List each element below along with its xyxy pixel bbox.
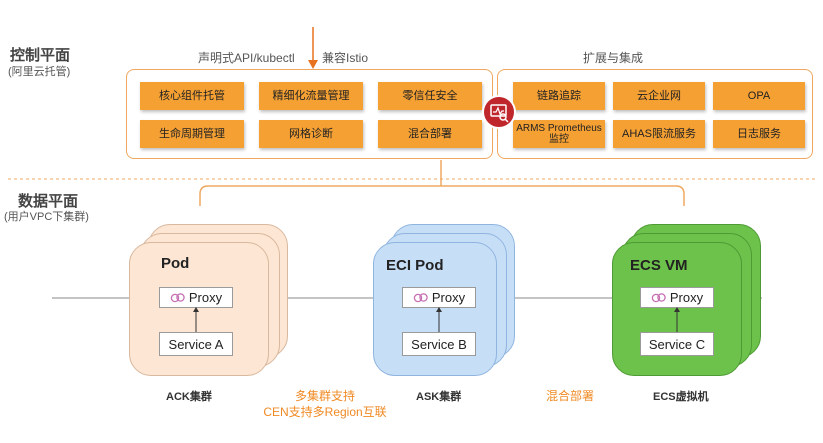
ecs-vm-label: ECS虚拟机 bbox=[653, 391, 709, 403]
tag-mesh-diagnosis: 网格诊断 bbox=[259, 120, 363, 148]
api-caption: 声明式API/kubectl bbox=[198, 51, 295, 65]
service-box-a: Service A bbox=[159, 332, 233, 356]
proxy-box-b: Proxy bbox=[402, 287, 476, 308]
tag-arms-prometheus: ARMS Prometheus监控 bbox=[513, 120, 605, 148]
proxy-box-a: Proxy bbox=[159, 287, 233, 308]
service-label-a: Service A bbox=[168, 336, 224, 352]
service-c-to-proxy-arrow bbox=[674, 307, 680, 332]
service-box-c: Service C bbox=[640, 332, 714, 356]
monitoring-search-icon bbox=[482, 95, 516, 129]
tag-zero-trust-security: 零信任安全 bbox=[378, 82, 482, 110]
mesh-proxy-icon bbox=[651, 292, 667, 303]
istio-caption: 兼容Istio bbox=[322, 51, 369, 65]
tag-ahas-rate-limiting: AHAS限流服务 bbox=[613, 120, 705, 148]
pod-title: Pod bbox=[161, 255, 190, 272]
cen-multi-region-note: CEN支持多Region互联 bbox=[263, 405, 387, 419]
service-box-b: Service B bbox=[402, 332, 476, 356]
tag-traffic-management: 精细化流量管理 bbox=[259, 82, 363, 110]
mesh-proxy-icon bbox=[170, 292, 186, 303]
tag-hybrid-deployment: 混合部署 bbox=[378, 120, 482, 148]
mesh-proxy-icon bbox=[413, 292, 429, 303]
proxy-label-a: Proxy bbox=[188, 290, 223, 305]
hybrid-deployment-note: 混合部署 bbox=[545, 389, 594, 403]
tag-opa: OPA bbox=[713, 82, 805, 110]
data-plane-title: 数据平面 bbox=[18, 193, 79, 210]
service-b-to-proxy-arrow bbox=[436, 307, 442, 332]
proxy-label-b: Proxy bbox=[431, 290, 466, 305]
service-label-c: Service C bbox=[648, 336, 706, 352]
multi-cluster-support-note: 多集群支持 bbox=[294, 389, 355, 403]
tag-lifecycle-management: 生命周期管理 bbox=[140, 120, 244, 148]
extension-caption: 扩展与集成 bbox=[583, 51, 644, 65]
service-label-b: Service B bbox=[411, 336, 467, 352]
service-a-to-proxy-arrow bbox=[193, 307, 199, 332]
data-plane-subtitle: (用户VPC下集群) bbox=[4, 211, 89, 223]
eci-pod-title: ECI Pod bbox=[386, 257, 444, 274]
ack-cluster-label: ACK集群 bbox=[166, 391, 212, 403]
control-plane-title: 控制平面 bbox=[10, 47, 71, 64]
proxy-box-c: Proxy bbox=[640, 287, 714, 308]
tag-core-component-hosting: 核心组件托管 bbox=[140, 82, 244, 110]
control-plane-subtitle: (阿里云托管) bbox=[8, 66, 71, 78]
ask-cluster-label: ASK集群 bbox=[416, 391, 462, 403]
proxy-label-c: Proxy bbox=[669, 290, 704, 305]
tag-log-service: 日志服务 bbox=[713, 120, 805, 148]
tag-cloud-enterprise-network: 云企业网 bbox=[613, 82, 705, 110]
tag-tracing: 链路追踪 bbox=[513, 82, 605, 110]
ecs-vm-title: ECS VM bbox=[630, 257, 688, 274]
